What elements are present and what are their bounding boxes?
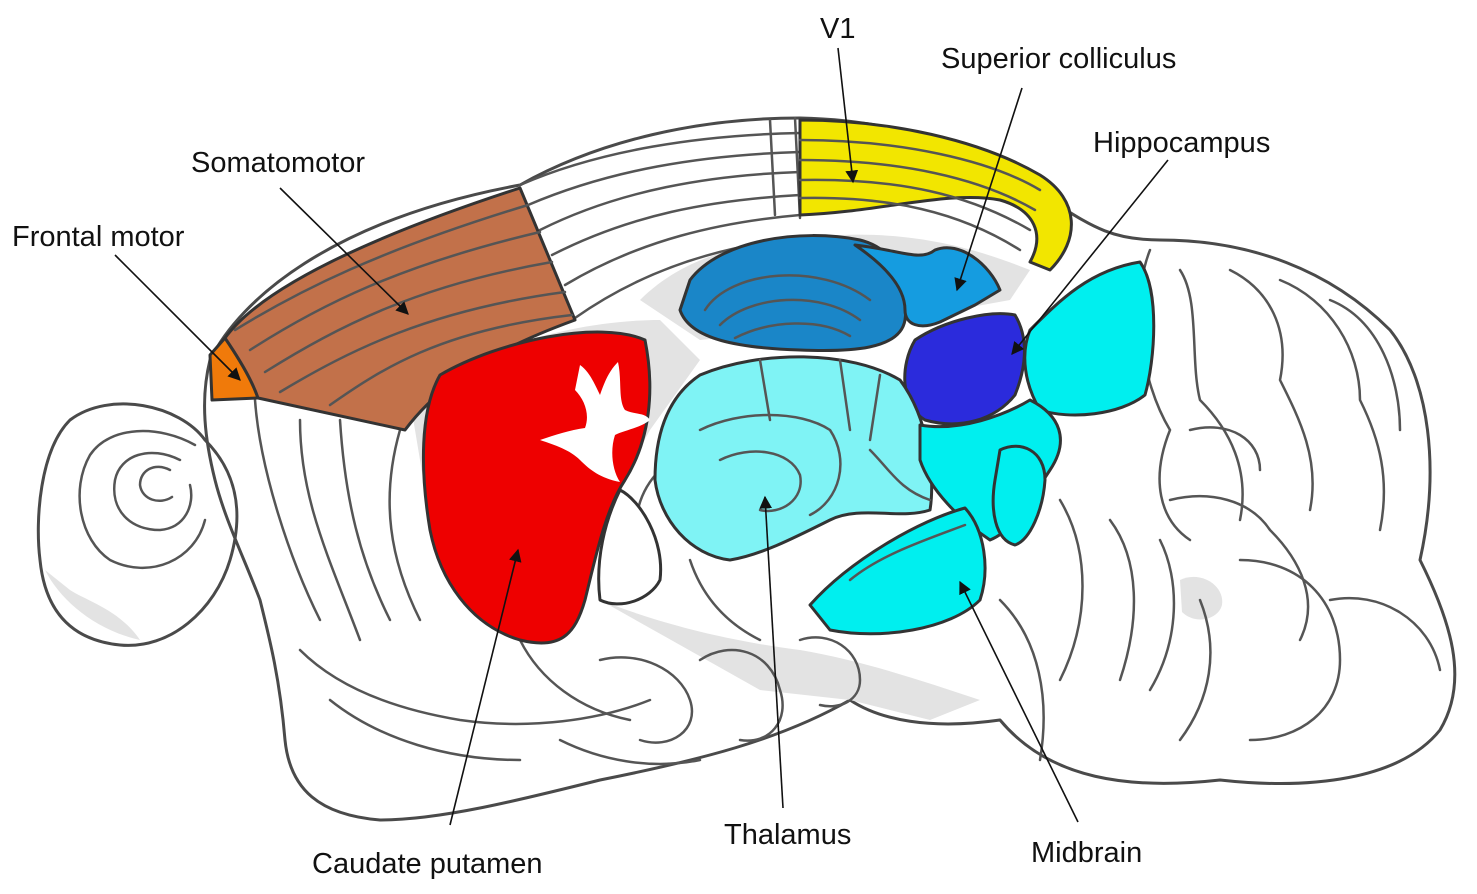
superior-colliculus-arrow	[954, 87, 1023, 292]
hippocampus-region	[903, 312, 1026, 426]
frontal-motor-label: Frontal motor	[12, 221, 185, 253]
v1-region	[798, 118, 1073, 272]
hippocampus-upper-region	[678, 234, 908, 353]
superior-colliculus-region	[853, 243, 1002, 328]
somatomotor-arrow	[279, 187, 409, 315]
thalamus-label: Thalamus	[724, 819, 852, 851]
midbrain-region	[808, 260, 1156, 636]
hippocampus-arrow	[1011, 159, 1169, 355]
somatomotor-label: Somatomotor	[191, 147, 366, 179]
v1-arrow	[837, 47, 859, 184]
olfactory-bulb	[36, 402, 239, 647]
hippocampus-label: Hippocampus	[1093, 127, 1271, 159]
v1-label: V1	[820, 13, 856, 45]
caudate-putamen-arrow	[449, 548, 522, 826]
caudate-putamen-region	[421, 330, 663, 645]
midbrain-arrow	[959, 580, 1079, 823]
thalamus-region	[653, 355, 934, 562]
midbrain-label: Midbrain	[1031, 837, 1143, 869]
caudate-putamen-label: Caudate putamen	[312, 848, 543, 880]
label-arrows	[114, 47, 1169, 826]
frontal-motor-arrow	[114, 254, 241, 381]
superior-colliculus-label: Superior colliculus	[941, 43, 1177, 75]
thalamus-arrow	[759, 495, 784, 809]
